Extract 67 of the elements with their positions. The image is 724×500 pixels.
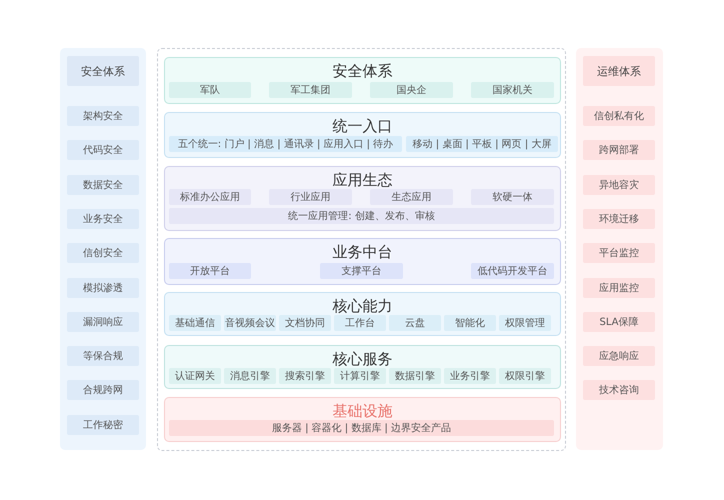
module-tile: 应急响应 <box>583 346 655 366</box>
module-tile: 环境迁移 <box>583 209 655 229</box>
module-tile: 五个统一: 门户 | 消息 | 通讯录 | 应用入口 | 待办 <box>169 136 402 152</box>
module-tile: 业务引擎 <box>444 368 496 384</box>
module-tile: 消息引擎 <box>224 368 276 384</box>
module-tile: 文档协同 <box>279 315 331 331</box>
module-tile: 异地容灾 <box>583 175 655 195</box>
module-tile: 生态应用 <box>370 189 453 205</box>
layer-title: 基础设施 <box>332 402 394 420</box>
module-tile: 信创私有化 <box>583 106 655 126</box>
module-tile: 数据引擎 <box>389 368 441 384</box>
module-tile: 技术咨询 <box>583 380 655 400</box>
module-tile: 模拟渗透 <box>67 278 139 298</box>
module-tile: 智能化 <box>444 315 496 331</box>
module-tile: 统一应用管理: 创建、发布、审核 <box>169 208 554 224</box>
module-tile: 基础通信 <box>169 315 221 331</box>
module-tile: 军队 <box>169 82 251 98</box>
side-panel <box>576 48 663 450</box>
layer-panel <box>164 238 561 285</box>
module-tile: 漏洞响应 <box>67 312 139 332</box>
module-tile: 服务器 | 容器化 | 数据库 | 边界安全产品 <box>169 420 554 436</box>
module-tile: 工作台 <box>334 315 386 331</box>
module-tile: SLA保障 <box>583 312 655 332</box>
module-tile: 国央企 <box>370 82 453 98</box>
layer-panel <box>164 345 561 389</box>
module-tile: 搜索引擎 <box>279 368 331 384</box>
module-tile: 权限管理 <box>499 315 551 331</box>
layer-title: 核心能力 <box>332 297 394 315</box>
module-tile: 平台监控 <box>583 243 655 263</box>
module-tile: 计算引擎 <box>334 368 386 384</box>
section-header: 运维体系 <box>583 56 655 86</box>
module-tile: 应用监控 <box>583 278 655 298</box>
layer-title: 统一入口 <box>332 117 394 135</box>
module-tile: 认证网关 <box>169 368 221 384</box>
module-tile: 行业应用 <box>269 189 352 205</box>
module-tile: 音视频会议 <box>224 315 276 331</box>
module-tile: 信创安全 <box>67 243 139 263</box>
module-tile: 开放平台 <box>169 263 251 279</box>
module-tile: 软硬一体 <box>471 189 554 205</box>
module-tile: 跨网部署 <box>583 140 655 160</box>
module-tile: 云盘 <box>389 315 441 331</box>
side-panel <box>60 48 146 450</box>
module-tile: 合规跨网 <box>67 380 139 400</box>
module-tile: 代码安全 <box>67 140 139 160</box>
module-tile: 业务安全 <box>67 209 139 229</box>
layer-title: 安全体系 <box>332 62 394 80</box>
module-tile: 支撑平台 <box>320 263 403 279</box>
module-tile: 等保合规 <box>67 346 139 366</box>
layer-title: 核心服务 <box>332 350 394 368</box>
module-tile: 数据安全 <box>67 175 139 195</box>
module-tile: 低代码开发平台 <box>471 263 554 279</box>
module-tile: 军工集团 <box>269 82 352 98</box>
layer-title: 业务中台 <box>332 243 394 261</box>
layer-title: 应用生态 <box>332 171 394 189</box>
layer-panel <box>164 397 561 442</box>
layer-panel <box>164 166 561 231</box>
section-header: 安全体系 <box>67 56 139 86</box>
module-tile: 架构安全 <box>67 106 139 126</box>
layer-panel <box>164 57 561 104</box>
dashed-container <box>157 48 566 451</box>
module-tile: 权限引擎 <box>499 368 551 384</box>
module-tile: 标准办公应用 <box>169 189 251 205</box>
module-tile: 移动 | 桌面 | 平板 | 网页 | 大屏 <box>406 136 558 152</box>
layer-panel <box>164 292 561 336</box>
module-tile: 国家机关 <box>471 82 554 98</box>
layer-panel <box>164 112 561 158</box>
module-tile: 工作秘密 <box>67 415 139 435</box>
